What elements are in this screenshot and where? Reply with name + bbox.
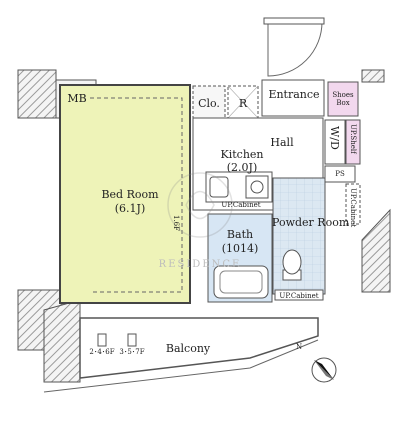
wall-right-top	[361, 69, 385, 83]
entrance-label: Entrance	[268, 88, 320, 101]
floor-note-right-label: 3･5･7F	[119, 348, 145, 356]
kitchen-label: Kitchen	[220, 148, 264, 161]
wall-left-top	[17, 69, 57, 119]
entrance-door-frame	[263, 17, 325, 25]
side-cabinet-area	[345, 183, 361, 225]
ps-area	[324, 165, 356, 183]
balcony-area	[79, 317, 319, 379]
watermark-text: RESIDENCE	[158, 259, 242, 270]
bath-size-label: (1014)	[221, 242, 259, 255]
up-cabinet-powder-label: UP.Cabinet	[279, 292, 319, 300]
kitchen-stove	[245, 175, 269, 199]
wall-balcony-left	[43, 299, 81, 383]
entrance-area	[261, 79, 325, 117]
kitchen-sink	[209, 176, 229, 198]
closet-label: Clo.	[198, 97, 220, 110]
fridge-label: R	[238, 97, 248, 110]
up-cabinet-side-label: UP.Cabinet	[349, 188, 357, 228]
shoes-box-label: Shoes Box	[332, 91, 354, 107]
compass-rose	[311, 357, 337, 383]
stove-burner	[250, 180, 264, 194]
pillar-right	[127, 333, 137, 347]
hall-label: Hall	[270, 136, 294, 149]
wd-label: W/D	[328, 126, 341, 150]
ceiling-note-label: 1.6F	[172, 215, 180, 231]
balcony-label: Balcony	[165, 342, 211, 355]
kitchen-size-label: (2.0J)	[226, 161, 258, 174]
bath-label: Bath	[226, 228, 254, 241]
shoes-box-area	[327, 81, 359, 117]
ps-label: PS	[335, 170, 345, 178]
up-shelf-area	[345, 119, 361, 165]
wd-area	[324, 119, 346, 165]
up-cabinet-kitchen-label: UP.Cabinet	[221, 201, 261, 209]
wall-right-lower	[361, 208, 391, 293]
mb-label: MB	[67, 92, 87, 105]
floor-note-left-label: 2･4･6F	[89, 348, 115, 356]
bedroom-size-label: (6.1J)	[114, 202, 146, 215]
fridge-cross-2	[227, 85, 259, 119]
bedroom-label: Bed Room	[101, 188, 159, 201]
toilet-bowl	[282, 249, 302, 275]
pillar-left	[97, 333, 107, 347]
watermark-logo	[167, 172, 233, 238]
bedroom-area	[59, 84, 191, 304]
balcony-rail	[43, 339, 319, 393]
up-shelf-label: UP.Shelf	[349, 124, 357, 154]
bathtub	[213, 265, 269, 299]
bathtub-inner	[219, 270, 263, 294]
powder-room-label: Powder Room	[272, 216, 350, 229]
entrance-door-swing	[267, 21, 323, 77]
bedroom-dash	[90, 97, 183, 293]
compass-north-label: N	[295, 343, 303, 351]
powder-cabinet	[274, 289, 324, 301]
